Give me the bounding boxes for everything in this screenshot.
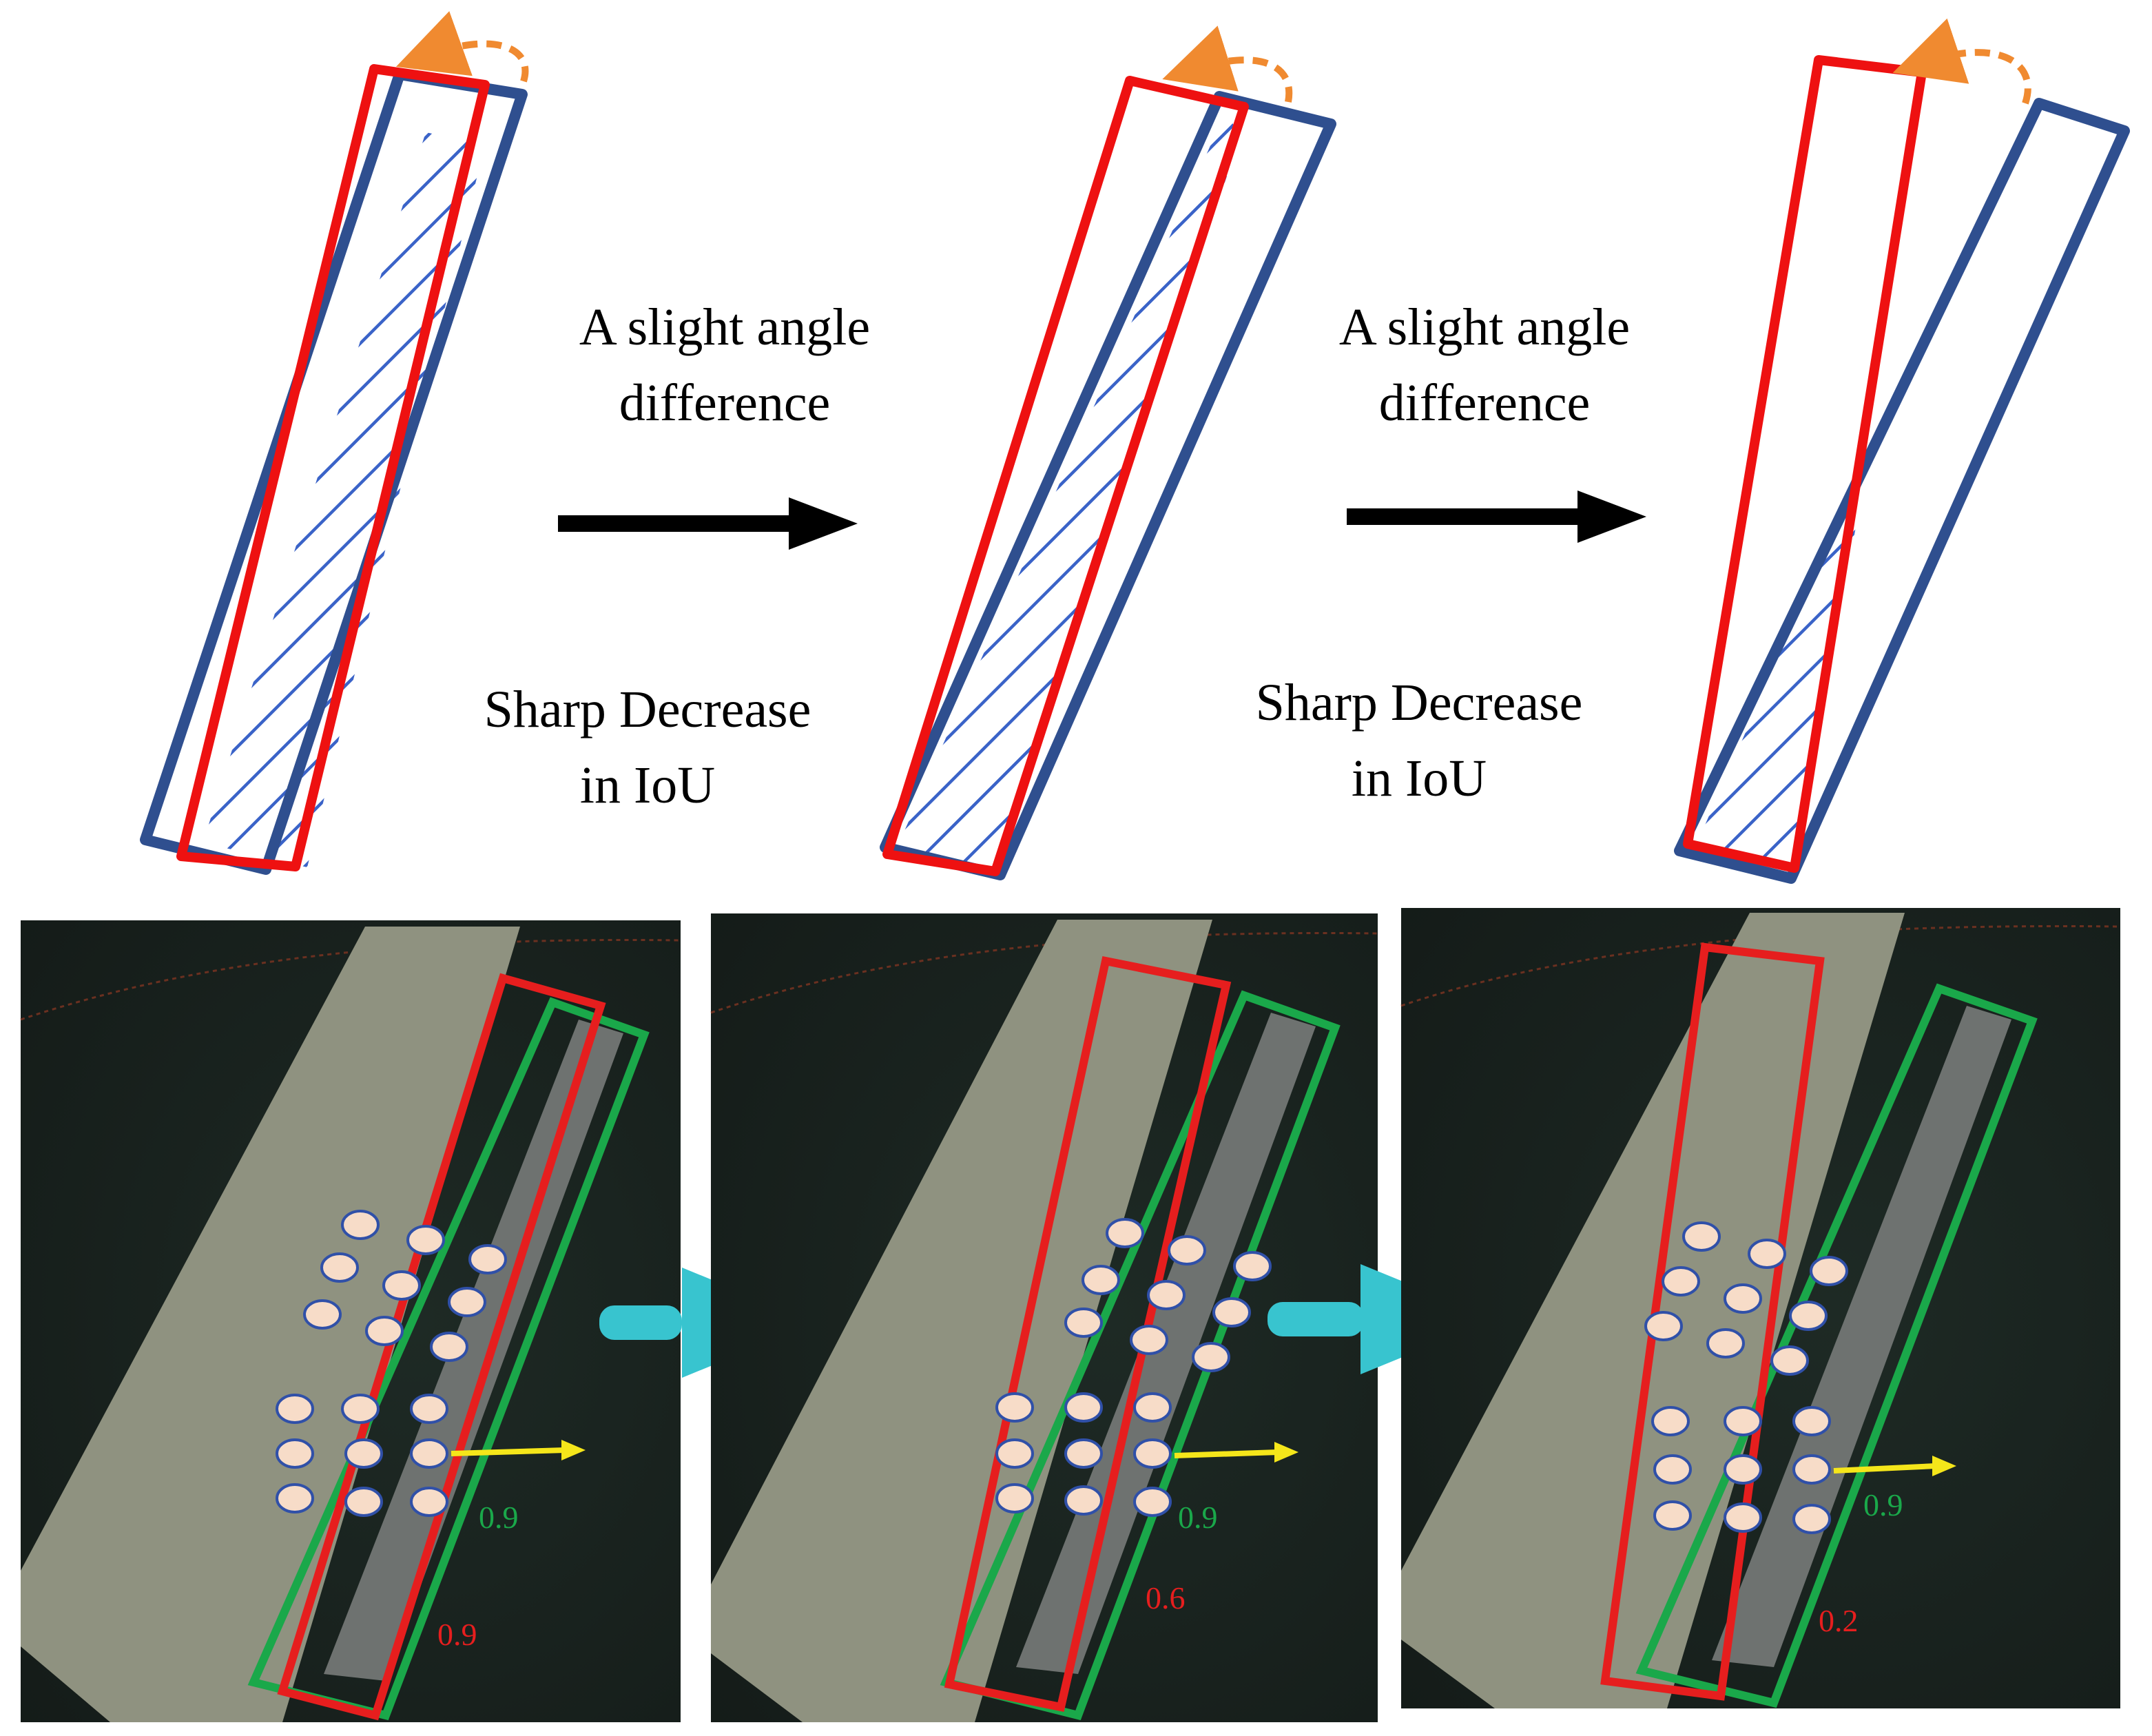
angle-caption-line1: A slight angle [1339, 298, 1630, 356]
overlap-hatched-region [204, 132, 485, 867]
top-panel-1 [140, 11, 529, 875]
ground-truth-box [880, 91, 1336, 880]
aerial-photo-panel-1: 0.9 0.9 [20, 920, 681, 1722]
green-score: 0.9 [1863, 1487, 1903, 1522]
direction-arrow-icon [1833, 1456, 1956, 1476]
rotation-arrow-icon [395, 11, 529, 83]
top-panel-3 [1674, 18, 2130, 884]
angle-caption-line2: difference [619, 374, 831, 432]
red-box [1600, 942, 1825, 1701]
ship-hull [324, 1020, 623, 1681]
red-score: 0.6 [1146, 1580, 1186, 1615]
green-box [940, 990, 1341, 1721]
feature-points [276, 1210, 507, 1517]
top-row: A slight angle difference Sharp Decrease… [140, 11, 2130, 884]
aerial-photo-panel-3: 0.9 0.2 [1400, 908, 2121, 1708]
angle-caption-line1: A slight angle [579, 298, 870, 356]
iou-caption-line2: in IoU [580, 756, 715, 814]
direction-arrow-icon [451, 1440, 586, 1460]
green-box [1635, 983, 2038, 1708]
pier [711, 920, 1212, 1722]
overlap-hatched-region [896, 110, 1240, 868]
rotation-arrow-icon [1162, 25, 1293, 103]
red-score: 0.9 [437, 1617, 477, 1652]
right-arrow-icon [1347, 490, 1646, 543]
predicted-box [176, 64, 490, 871]
iou-caption-line1: Sharp Decrease [1256, 674, 1583, 732]
right-arrow-icon [558, 497, 858, 550]
green-score: 0.9 [1178, 1500, 1218, 1535]
feature-points [1644, 1221, 1848, 1534]
ship-hull [1712, 1006, 2011, 1667]
overlap-hatched-region [1695, 503, 1856, 868]
top-panel-2 [880, 25, 1336, 880]
feature-points [995, 1218, 1272, 1517]
red-score: 0.2 [1819, 1603, 1859, 1638]
angle-caption-line2: difference [1379, 374, 1591, 432]
predicted-box [1683, 55, 1927, 873]
predicted-box [882, 76, 1249, 876]
aerial-photo-panel-2: 0.9 0.6 [710, 913, 1378, 1722]
green-score: 0.9 [479, 1500, 519, 1535]
rotation-arrow-icon [1892, 18, 2031, 105]
pier [21, 927, 520, 1722]
iou-caption-line2: in IoU [1352, 750, 1487, 807]
bottom-row: 0.9 0.9 [20, 908, 2121, 1722]
ground-truth-box [1674, 98, 2130, 884]
direction-arrow-icon [1174, 1442, 1299, 1463]
iou-caption-line1: Sharp Decrease [484, 681, 811, 738]
